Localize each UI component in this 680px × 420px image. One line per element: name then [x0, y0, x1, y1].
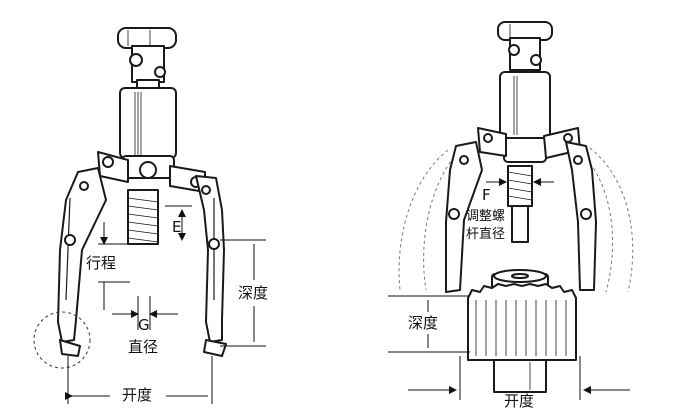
right-label-depth: 深度: [408, 314, 438, 332]
left-puller-arm-right: [195, 175, 227, 357]
left-jaw-highlight-circle: [33, 311, 91, 369]
left-label-g: G: [138, 316, 150, 334]
left-label-opening: 开度: [122, 386, 152, 404]
right-label-screw-line2: 杆直径: [466, 227, 505, 242]
right-dimension-lines: [388, 178, 630, 400]
right-cylinder: [499, 71, 551, 163]
right-gear: [467, 269, 577, 393]
right-arm-swing-arc-left: [398, 149, 449, 291]
left-label-diameter: 直径: [128, 338, 158, 356]
right-puller-arm-right: [565, 141, 597, 291]
right-pump-head: [497, 21, 553, 71]
left-pump-head: [117, 27, 177, 91]
left-label-depth: 深度: [238, 284, 268, 302]
left-puller-arm-left: [57, 167, 107, 357]
right-puller-illustration: [398, 21, 634, 393]
left-cylinder: [119, 87, 177, 179]
right-label-screw-line1: 调整螺: [466, 209, 505, 224]
right-arm-swing-arc-right: [589, 147, 634, 293]
right-puller-arm-left: [445, 141, 483, 293]
left-screw: [127, 189, 159, 245]
right-label-f: F: [482, 186, 491, 204]
right-label-opening: 开度: [504, 392, 534, 410]
left-dimension-lines: [65, 205, 266, 404]
left-crossbeam: [97, 151, 206, 193]
right-screw: [507, 165, 533, 243]
left-label-stroke: 行程: [86, 254, 116, 272]
left-label-e: E: [172, 218, 181, 236]
left-puller-illustration: [33, 27, 227, 369]
